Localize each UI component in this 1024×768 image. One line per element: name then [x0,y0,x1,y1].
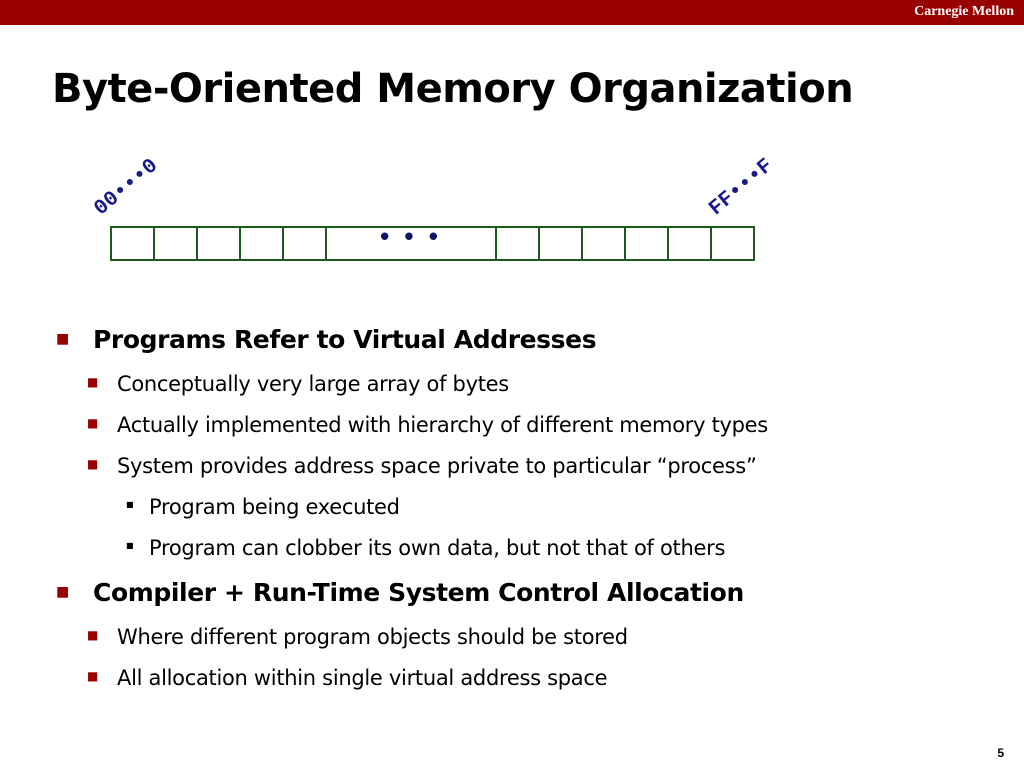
byte-cell [583,228,626,259]
bullet-item: ■ Program can clobber its own data, but … [126,536,726,560]
square-bullet-icon: ■ [87,416,99,430]
square-bullet-icon: ■ [56,331,69,347]
byte-cell [241,228,284,259]
byte-cell [284,228,327,259]
page-number: 5 [997,746,1004,760]
bullet-item: ■ Where different program objects should… [87,625,628,649]
bullet-text: Where different program objects should b… [117,625,628,649]
byte-cell [712,228,753,259]
bullet-item: ■ All allocation within single virtual a… [87,666,608,690]
byte-cell [626,228,669,259]
bullet-item: ■ Compiler + Run-Time System Control All… [56,578,744,607]
memory-byte-array: • • • [110,221,755,261]
bullet-text: System provides address space private to… [117,454,757,478]
slide-title: Byte-Oriented Memory Organization [52,66,854,112]
bullet-item: ■ System provides address space private … [87,454,757,478]
byte-cell [497,228,540,259]
low-address-label: 00•••0 [90,154,163,221]
bullet-text: Program can clobber its own data, but no… [149,536,726,560]
bullet-item: ■ Programs Refer to Virtual Addresses [56,325,597,354]
square-bullet-icon: ■ [87,375,99,389]
ellipsis-dots: • • • [380,221,442,251]
square-bullet-icon: ■ [56,584,69,600]
byte-cell [669,228,712,259]
bullet-item: ■ Actually implemented with hierarchy of… [87,413,768,437]
byte-cell [155,228,198,259]
byte-cell [112,228,155,259]
byte-cell [540,228,583,259]
bullet-text: Conceptually very large array of bytes [117,372,509,396]
bullet-text: Program being executed [149,495,400,519]
bullet-text: Actually implemented with hierarchy of d… [117,413,768,437]
square-bullet-icon: ■ [126,500,134,509]
bullet-text: Compiler + Run-Time System Control Alloc… [93,578,744,607]
square-bullet-icon: ■ [87,457,99,471]
byte-cell [198,228,241,259]
bullet-text: All allocation within single virtual add… [117,666,608,690]
brand-label: Carnegie Mellon [914,4,1014,19]
bullet-item: ■ Program being executed [126,495,400,519]
bullet-text: Programs Refer to Virtual Addresses [93,325,597,354]
header-bar: Carnegie Mellon [0,0,1024,25]
byte-gap-cell: • • • [327,221,497,259]
square-bullet-icon: ■ [126,541,134,550]
bullet-item: ■ Conceptually very large array of bytes [87,372,509,396]
high-address-label: FF•••F [705,154,778,221]
square-bullet-icon: ■ [87,669,99,683]
square-bullet-icon: ■ [87,628,99,642]
